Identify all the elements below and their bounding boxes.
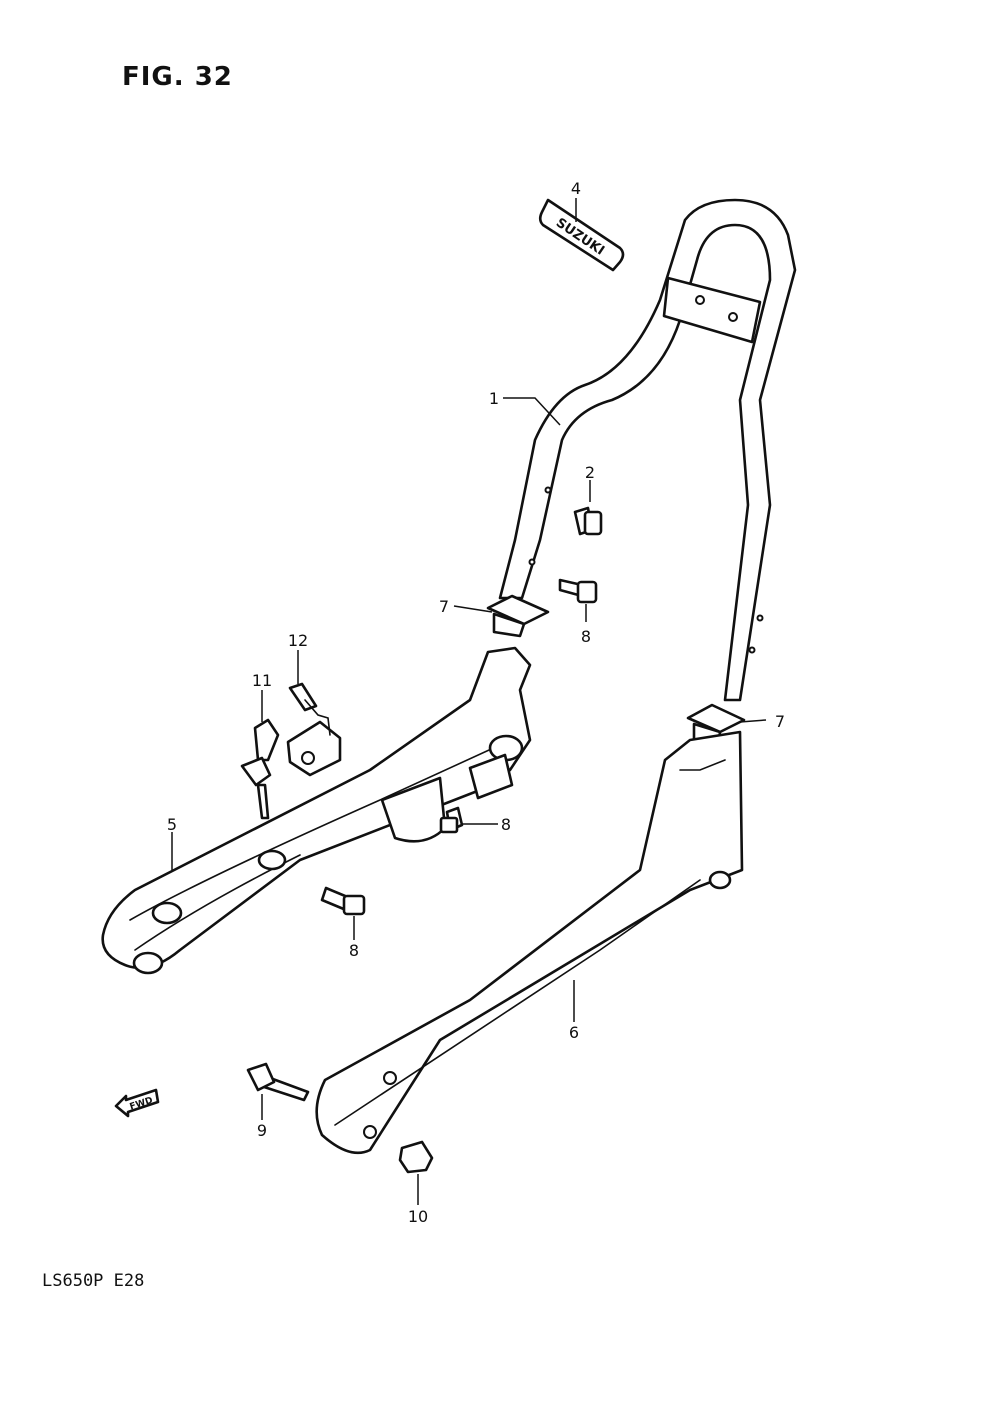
callout-5: 5 xyxy=(167,815,177,834)
bolt-8-mid xyxy=(439,806,464,834)
callout-11: 11 xyxy=(252,671,272,690)
plate-hole xyxy=(695,295,705,305)
lock-and-keys xyxy=(240,718,342,820)
suzuki-emblem: SUZUKI xyxy=(538,198,625,272)
callout-8-upper: 8 xyxy=(581,627,591,646)
leader-lines xyxy=(171,198,767,1205)
callout-9: 9 xyxy=(257,1121,267,1140)
left-side-bracket xyxy=(101,646,532,975)
screw-12 xyxy=(288,682,331,736)
callout-8-mid: 8 xyxy=(501,815,511,834)
callout-7-lower: 7 xyxy=(775,712,785,731)
frame-hole xyxy=(544,486,552,494)
right-side-bracket xyxy=(315,730,744,1155)
callout-6: 6 xyxy=(569,1023,579,1042)
forward-arrow-icon: FWD xyxy=(114,1088,160,1118)
bolt-9 xyxy=(246,1062,310,1102)
callout-12: 12 xyxy=(288,631,308,650)
sissy-bar-frame xyxy=(498,198,797,702)
callout-1: 1 xyxy=(489,389,499,408)
figure-title: FIG. 32 xyxy=(122,62,233,92)
frame-hole xyxy=(528,558,536,566)
rubber-cushion-upper xyxy=(486,594,550,638)
bolt-2 xyxy=(573,506,603,536)
callout-7-upper: 7 xyxy=(439,597,449,616)
plate-hole xyxy=(728,312,738,322)
backrest-mounting-plate xyxy=(662,276,762,344)
callout-2: 2 xyxy=(585,463,595,482)
frame-hole xyxy=(748,646,756,654)
callout-8-lower: 8 xyxy=(349,941,359,960)
callout-10: 10 xyxy=(408,1207,428,1226)
lock-cylinder xyxy=(286,720,342,777)
callout-4: 4 xyxy=(571,179,581,198)
frame-hole xyxy=(756,614,764,622)
bracket-tab xyxy=(468,753,514,800)
nut-10 xyxy=(398,1140,434,1174)
model-code: LS650P E28 xyxy=(42,1271,145,1291)
bolt-8-upper xyxy=(558,578,598,604)
bolt-8-lower xyxy=(320,886,366,916)
